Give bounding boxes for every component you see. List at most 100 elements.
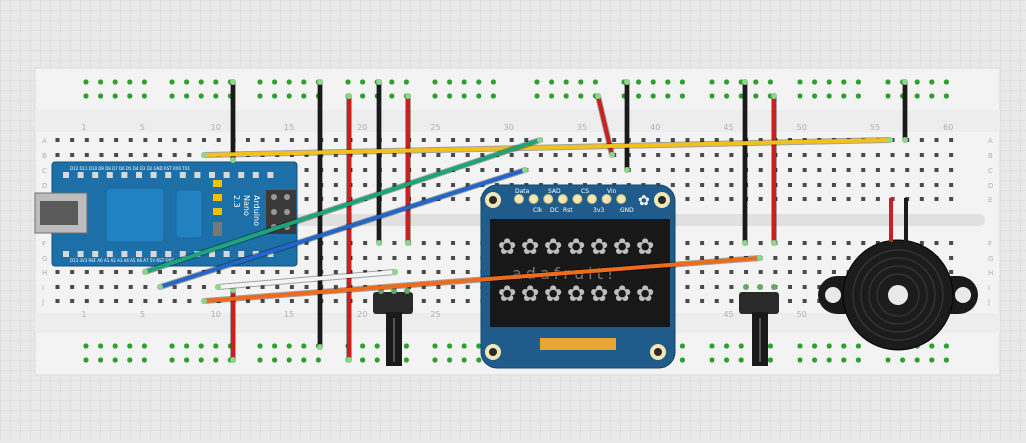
power-rail-hole <box>432 93 438 99</box>
power-rail-hole <box>198 79 204 85</box>
reset-button <box>213 222 222 236</box>
power-rail-hole <box>432 357 438 363</box>
buzzer-ring <box>876 273 920 317</box>
breadboard-hole <box>568 138 573 142</box>
wire-white <box>216 270 397 289</box>
breadboard-hole <box>99 299 104 303</box>
breadboard-hole <box>245 299 250 303</box>
breadboard-hole <box>245 138 250 142</box>
arduino-pin <box>165 251 172 257</box>
pot-pin <box>391 288 397 294</box>
potentiometer-left[interactable] <box>373 288 413 366</box>
breadboard-hole <box>568 168 573 172</box>
wire-red-end <box>405 240 411 246</box>
breadboard-hole <box>949 138 954 142</box>
power-rail-hole <box>885 93 891 99</box>
breadboard-hole <box>905 153 910 157</box>
breadboard-hole <box>597 153 602 157</box>
power-rail-hole <box>826 79 832 85</box>
breadboard-hole <box>363 299 368 303</box>
icsp-pin <box>271 194 277 200</box>
oled-pin <box>557 194 568 204</box>
breadboard-hole <box>934 241 939 245</box>
power-rail-hole <box>563 79 569 85</box>
breadboard-hole <box>714 285 719 289</box>
wire-black-end <box>624 167 630 173</box>
breadboard-hole <box>436 256 441 260</box>
oled-pin-gnd: GND <box>620 207 634 214</box>
wire-red-end <box>346 93 352 99</box>
breadboard-hole <box>802 168 807 172</box>
breadboard-hole <box>773 270 778 274</box>
row-letter: H <box>988 269 993 277</box>
power-rail-hole <box>490 93 496 99</box>
potentiometer-right[interactable] <box>739 284 779 366</box>
breadboard-hole <box>289 299 294 303</box>
buzzer-ring <box>868 265 928 325</box>
breadboard-hole <box>480 168 485 172</box>
power-rail-hole <box>476 93 482 99</box>
power-rail-hole <box>169 93 175 99</box>
breadboard-hole <box>831 241 836 245</box>
chip-main <box>105 187 165 243</box>
column-number: 10 <box>211 123 221 132</box>
power-rail-hole <box>563 93 569 99</box>
power-rail-hole <box>797 93 803 99</box>
row-letter: C <box>42 167 47 175</box>
arduino-bottom-pin-labels: D13 3V3 REF A0 A1 A2 A3 A4 A5 A6 A7 5V R… <box>70 258 183 263</box>
oled-screen-stars: ✿✿✿✿✿✿✿✿✿✿✿✿✿✿ <box>498 235 654 307</box>
breadboard-hole <box>275 299 280 303</box>
breadboard-hole <box>714 168 719 172</box>
breadboard-hole <box>641 168 646 172</box>
breadboard-hole <box>729 183 734 187</box>
mount-hole-center <box>658 196 666 204</box>
power-rail-hole <box>709 343 715 349</box>
breadboard-hole <box>70 299 75 303</box>
breadboard-hole <box>670 183 675 187</box>
breadboard-hole <box>553 138 558 142</box>
breadboard-hole <box>744 270 749 274</box>
breadboard-hole <box>509 168 514 172</box>
wire-red-end <box>230 357 236 363</box>
oled-pin <box>543 194 554 204</box>
power-rail-hole <box>797 79 803 85</box>
power-rail-hole <box>213 93 219 99</box>
led <box>213 194 222 201</box>
wire-orange-end <box>201 298 207 304</box>
breadboard-hole <box>143 153 148 157</box>
flower-icon: ✿ <box>498 235 516 260</box>
breadboard-hole <box>729 241 734 245</box>
arduino-pin <box>136 172 142 178</box>
breadboard-hole <box>495 168 499 172</box>
breadboard-hole <box>172 153 177 157</box>
breadboard-hole <box>612 138 617 142</box>
power-rail-hole <box>184 357 190 363</box>
breadboard-hole <box>84 299 89 303</box>
breadboard-hole <box>802 256 807 260</box>
breadboard-hole <box>465 241 470 245</box>
breadboard-hole <box>333 168 338 172</box>
arduino-version-label: 2.3 <box>232 195 241 208</box>
breadboard-hole <box>802 183 807 187</box>
flower-icon: ✿ <box>590 282 608 307</box>
power-rail-hole <box>301 343 307 349</box>
power-rail-hole <box>914 79 920 85</box>
power-rail-hole <box>127 343 133 349</box>
wire-blue <box>158 168 527 289</box>
breadboard-hole <box>788 285 792 289</box>
breadboard-hole <box>260 138 265 142</box>
wire-red-end <box>346 357 352 363</box>
breadboard-hole <box>700 256 705 260</box>
arduino-nano[interactable]: Arduino Nano 2.3 D12 D11 D10 D9 D8 D7 D6… <box>34 161 298 267</box>
breadboard-hole <box>421 138 426 142</box>
breadboard-hole <box>788 241 792 245</box>
icsp-pin <box>284 194 290 200</box>
breadboard-hole <box>451 197 456 201</box>
breadboard-hole <box>128 285 133 289</box>
breadboard-hole <box>700 197 705 201</box>
piezo-buzzer[interactable] <box>818 198 978 351</box>
breadboard-hole <box>363 241 368 245</box>
breadboard-hole <box>260 270 265 274</box>
breadboard-hole <box>304 241 309 245</box>
column-number: 60 <box>943 123 953 132</box>
